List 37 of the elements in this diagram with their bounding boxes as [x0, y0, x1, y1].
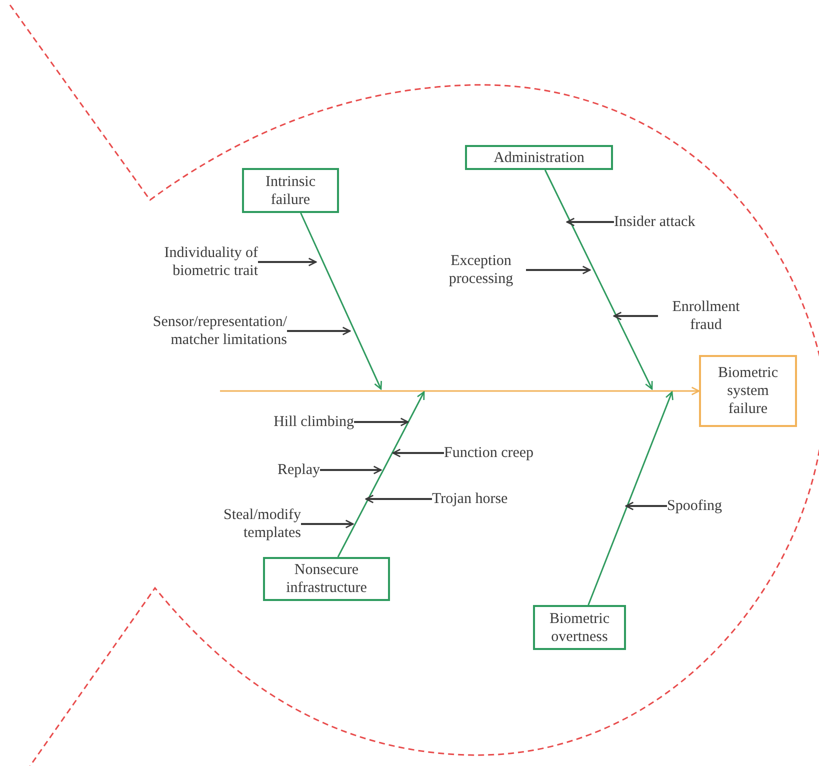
cause-label: Hill climbing: [232, 412, 354, 432]
cause-label: Function creep: [444, 443, 564, 463]
arrow: [365, 494, 432, 504]
cause-label: Enrollment fraud: [658, 294, 754, 338]
arrow: [220, 386, 700, 396]
arrow: [320, 466, 382, 474]
box-label: Biometric overtness: [548, 610, 610, 646]
cause-label: Individuality of biometric trait: [108, 240, 258, 284]
arrow: [392, 448, 444, 458]
box-label: Biometric system failure: [717, 364, 779, 418]
category-box: [263, 557, 390, 601]
arrow: [526, 266, 591, 274]
arrow: [301, 520, 354, 528]
arrow: [300, 212, 382, 390]
arrow: [588, 391, 674, 606]
arrow: [258, 258, 317, 266]
category-box: [242, 168, 339, 213]
arrow: [566, 218, 614, 226]
category-box: [465, 145, 613, 170]
cause-label: Replay: [250, 460, 320, 480]
arrow: [625, 502, 667, 510]
cause-label: Exception processing: [436, 248, 526, 292]
arrow: [354, 418, 409, 426]
box-label: Intrinsic failure: [264, 172, 316, 208]
effect-box: [699, 355, 797, 427]
arrow: [287, 326, 351, 336]
box-label: Administration: [494, 148, 584, 166]
cause-label: Insider attack: [614, 212, 729, 232]
arrow: [613, 312, 658, 320]
cause-label: Steal/modify templates: [185, 502, 301, 546]
box-label: Nonsecure infrastructure: [285, 561, 368, 597]
cause-label: Sensor/representation/ matcher limitations: [112, 309, 287, 353]
arrow: [544, 170, 653, 390]
cause-label: Trojan horse: [432, 489, 547, 509]
cause-label: Spoofing: [667, 496, 747, 516]
arrow: [337, 391, 425, 558]
category-box: [533, 605, 626, 650]
